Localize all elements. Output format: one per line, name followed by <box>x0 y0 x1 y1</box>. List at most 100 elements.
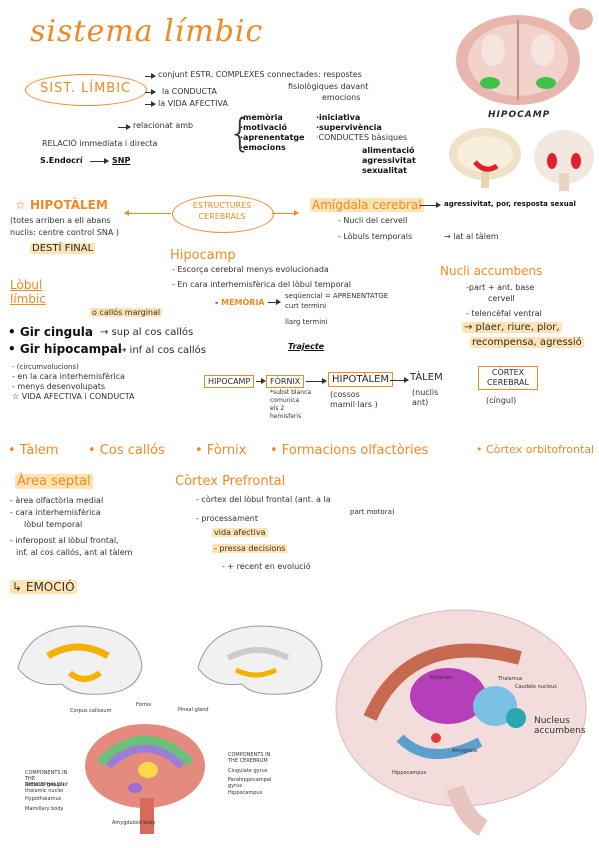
lobul-cingula-note: → sup al cos callós <box>100 327 194 338</box>
basic-alimentacio: alimentació <box>362 146 415 155</box>
lbl-caudate: Caudate nucleus <box>515 684 557 690</box>
talem-label: TÀLEM <box>410 372 443 383</box>
lbl-parahippo: Parahippocampal gyrus <box>228 777 272 789</box>
lobul-item-4: ☆ VIDA AFECTIVA i CONDUCTA <box>12 392 135 401</box>
nucli-recompensa: recompensa, agressió <box>470 337 584 348</box>
prefrontal-item-5: - pressa decisions <box>212 544 288 554</box>
estructures-oval <box>172 195 274 233</box>
basic-agressivitat: agressivitat <box>362 156 416 165</box>
lbl-fornix: Fornix <box>136 702 152 708</box>
prefrontal-item-4: vida afectiva <box>212 528 268 538</box>
septal-item-5: inf. al cos callós, ant al tàlem <box>16 548 133 557</box>
lbl-hippocampus: Hippocampus <box>228 790 263 796</box>
prefrontal-title: Còrtex Prefrontal <box>175 474 286 489</box>
hipocamp-title: Hipocamp <box>170 248 236 263</box>
nucli-title: Nucli accumbens <box>440 264 543 278</box>
nucli-item-4: → plaer, riure, plor, <box>462 322 562 334</box>
brain-coronal-image <box>448 5 588 105</box>
row-olfactories: • Formacions olfactòries <box>270 443 429 458</box>
septal-item-3: lòbul temporal <box>24 520 83 529</box>
prefrontal-item-6: - + recent en evolució <box>222 562 311 571</box>
nucli-item-2: cervell <box>488 294 515 303</box>
brain-sagittal-image-2 <box>188 618 328 698</box>
lobul-cingula: • Gir cingula <box>8 325 94 339</box>
septal-item-2: - cara interhemisfèrica <box>10 508 101 517</box>
lbl-hippocampus2: Hippocampus <box>392 770 427 776</box>
relation-label: RELACIÓ immediata i directa <box>42 139 158 148</box>
arrow-amigdala <box>420 202 441 208</box>
lobul-title: Lòbul límbic <box>10 278 46 306</box>
brain-profile-icon <box>568 5 594 33</box>
brace-item-emocions: ·emocions <box>240 143 286 152</box>
mem-list: seqüencial = APRENENTATGE curt termini l… <box>285 291 388 327</box>
prefrontal-item-3: - processament <box>196 514 258 523</box>
lbl-nucleus: Nucleus accumbens <box>534 716 586 736</box>
hipocamp-item-1: - Escorça cerebral menys evolucionada <box>172 265 329 274</box>
brace-left: { <box>228 111 253 155</box>
brain-hippocampus-image-1 <box>445 122 525 192</box>
snp-label: SNP <box>112 156 131 165</box>
arrow-endocri <box>90 158 109 164</box>
prefrontal-item-1: - còrtex del lòbul frontal (ant. a la <box>196 495 331 504</box>
prefrontal-item-2: part motora) <box>350 508 395 516</box>
lbl-thalamus: Thalamus <box>498 676 523 682</box>
memoria-label: - MEMÒRIA <box>215 298 265 307</box>
lbl-corpus: Corpus callosum <box>70 708 112 714</box>
brace-item-memoria: ·memòria <box>240 113 283 122</box>
lbl-amygdala: Amygdala <box>452 748 478 754</box>
top-line2: la CONDUCTA <box>162 87 217 96</box>
top-line3: la VIDA AFECTIVA <box>158 99 228 108</box>
lbl-pineal: Pineal gland <box>178 707 209 713</box>
mem-seq: seqüencial = APRENENTATGE <box>285 292 389 300</box>
arrow-related <box>118 124 131 130</box>
amigdala-note: agressivitat, por, resposta sexual <box>444 200 576 208</box>
amigdala-title: Amígdala cerebral <box>310 198 424 212</box>
brain-hippocampus-image-2 <box>530 125 598 193</box>
lbl-anterior: Anterior group of thalamic nuclei <box>25 782 68 794</box>
lbl-putamen: Putamen <box>430 675 453 681</box>
arrow-line1 <box>145 73 156 79</box>
desti-final: DESTÍ FINAL <box>30 243 96 254</box>
fornix-note-2: comunica <box>270 397 300 404</box>
fornix-note-4: hemisferis <box>270 413 302 420</box>
hipocamp-item-2: - En cara interhemisfèrica del lòbul tem… <box>172 280 351 289</box>
lbl-mamillary: Mamillary body <box>25 806 64 812</box>
vida-afectiva: vida afectiva <box>212 528 268 537</box>
brace-item-conductes: ·CONDUCTES bàsiques <box>316 133 408 142</box>
arrow-line3 <box>145 101 156 107</box>
emocio-text: ↳ EMOCIÓ <box>10 580 77 594</box>
lbl-cerebrum: COMPONENTS IN THE CEREBRUM <box>228 752 271 764</box>
mem-llarg: llarg termini <box>285 318 328 326</box>
hipotalem-title-text: HIPOTÀLEM <box>29 198 108 212</box>
calloso-text: o callós marginal <box>90 308 163 317</box>
arrow-estructures-left <box>125 213 171 214</box>
lbl-cingulate: Cingulate gyrus <box>228 768 268 774</box>
top-line1b: fisiològiques davant <box>288 82 369 91</box>
fornix-note-1: *subst blanca <box>270 389 312 396</box>
brace-item-aprenentatge: ·aprenentatge <box>240 133 305 142</box>
amigdala-title-text: Amígdala cerebral <box>310 198 424 212</box>
box-fornix: FÒRNIX <box>266 375 305 388</box>
nucli-item-1: -part + ant. base <box>466 283 535 292</box>
hipotalem-note-1: (cossos <box>330 390 360 399</box>
basic-sexualitat: sexualitat <box>362 166 407 175</box>
pressa-decisions: - pressa decisions <box>212 544 288 553</box>
top-line1: conjunt ESTR. COMPLEXES connectades: res… <box>158 70 362 79</box>
brace-left-list: ·memòria ·motivació ·aprenentatge ·emoci… <box>240 113 305 153</box>
row-fornix: • Fòrnix <box>195 443 247 458</box>
arrow-memoria <box>268 299 281 305</box>
septal-title-text: Àrea septal <box>15 474 93 489</box>
trajecte-label: Trajecte <box>288 342 325 351</box>
limbic-diagram-image <box>70 708 220 840</box>
lobul-hipocampal: • Gir hipocampal <box>8 342 122 356</box>
page-title: sistema límbic <box>30 14 264 49</box>
lbl-hypothalamus: Hypothalamus <box>25 796 62 802</box>
septal-list: - àrea olfactòria medial - cara interhem… <box>10 495 132 559</box>
endocri-label: S.Endocrí <box>40 156 83 165</box>
brace-right-list: ·iniciativa ·supervivència ·CONDUCTES bà… <box>316 113 407 143</box>
brain-sagittal-image-1 <box>8 618 148 698</box>
basics-list: alimentació agressivitat sexualitat <box>362 146 416 176</box>
hipotalem-line2: nuclis: centre control SNA ) <box>10 228 119 237</box>
fornix-note: *subst blanca comunica els 2 hemisferis <box>270 389 311 421</box>
septal-item-4: - inferopost al lòbul frontal, <box>10 536 119 545</box>
